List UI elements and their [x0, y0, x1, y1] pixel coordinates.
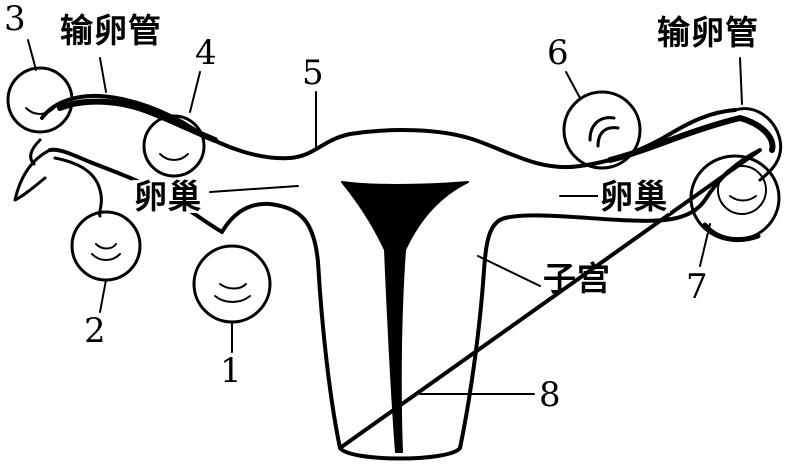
- cell-7-core: [729, 195, 757, 202]
- number-label-5: 5: [302, 53, 324, 93]
- cell-6: [562, 90, 642, 170]
- uterus-outline: [40, 93, 762, 461]
- cell-1-core: [214, 283, 251, 303]
- leader-line-3: [27, 39, 37, 71]
- leader-line-6: [565, 71, 581, 99]
- label-uterus: 子宫: [543, 259, 611, 298]
- leader-line-2: [99, 279, 107, 313]
- cell-3-core: [25, 107, 55, 115]
- number-label-8: 8: [539, 375, 561, 415]
- cell-2-core: [91, 243, 121, 261]
- leader-line-uterus: [477, 255, 541, 287]
- ovary-right-hilum: [702, 222, 761, 242]
- cell-4-core: [159, 153, 189, 161]
- cell-7: [717, 165, 767, 215]
- number-label-4: 4: [195, 33, 217, 73]
- leader-line-7: [699, 223, 711, 267]
- number-label-7: 7: [686, 267, 708, 307]
- cell-2: [70, 210, 142, 282]
- label-fallopian-tube-right: 输卵管: [655, 13, 761, 52]
- cell-3: [6, 66, 74, 134]
- number-label-2: 2: [84, 311, 106, 351]
- label-ovary-left: 卵巢: [132, 177, 204, 216]
- cell-1: [192, 244, 272, 324]
- leader-line-4: [189, 71, 201, 113]
- number-label-6: 6: [547, 33, 569, 73]
- number-label-1: 1: [220, 351, 242, 391]
- uterine-cavity: [341, 181, 469, 453]
- leader-line-ovary-left: [209, 185, 299, 193]
- label-fallopian-tube-left: 输卵管: [58, 11, 164, 50]
- cavity-stipple: [359, 189, 441, 213]
- number-label-3: 3: [4, 0, 26, 39]
- cell-4: [142, 114, 206, 178]
- tube-wall-right: [607, 115, 776, 163]
- leader-line-tube-left: [99, 57, 107, 93]
- leader-line-tube-right: [739, 57, 743, 105]
- tube-wall-left: [57, 98, 218, 143]
- label-ovary-right: 卵巢: [598, 177, 670, 216]
- cell-6-core: [588, 116, 620, 148]
